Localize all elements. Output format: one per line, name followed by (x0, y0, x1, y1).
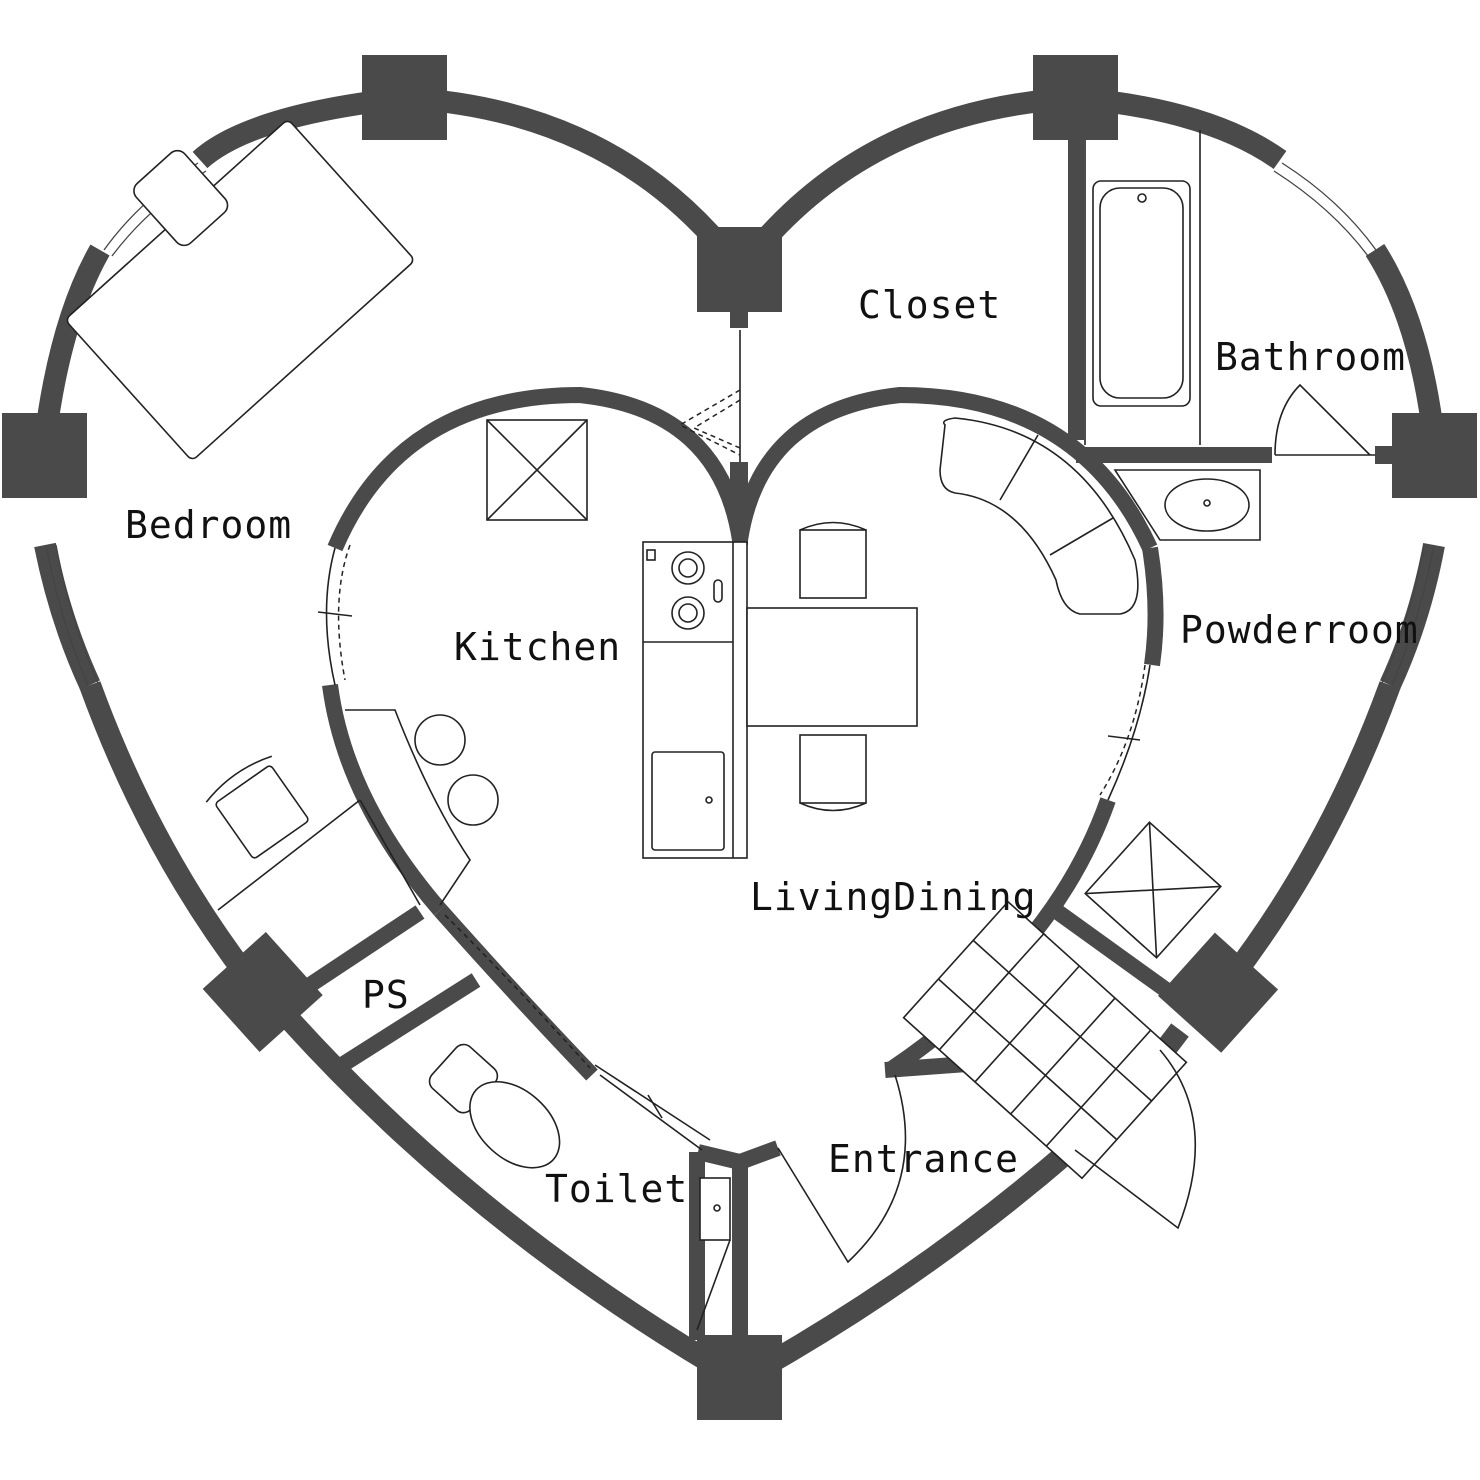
stool (447, 774, 499, 826)
bed (66, 120, 414, 460)
sofa (939, 417, 1139, 615)
bathtub (1092, 180, 1191, 407)
partitions (305, 130, 1272, 1340)
furniture (66, 120, 1375, 1331)
desk-chair (205, 755, 309, 859)
stove-burner (671, 596, 705, 630)
dining-set (746, 521, 918, 812)
shoe-storage (1084, 821, 1222, 959)
label-bedroom: Bedroom (125, 503, 292, 547)
entrance-tiles (902, 900, 1188, 1180)
label-powderroom: Powderroom (1180, 608, 1419, 652)
stove-burner (671, 551, 705, 585)
kitchen-storage (486, 419, 588, 521)
label-ps: PS (362, 973, 410, 1017)
toilet-bowl (428, 1043, 561, 1169)
columns (2, 55, 1477, 1420)
label-bathroom: Bathroom (1215, 335, 1406, 379)
wash-basin (1113, 469, 1261, 541)
label-entrance: Entrance (828, 1137, 1019, 1181)
label-toilet: Toilet (545, 1167, 688, 1211)
room-labels: Closet Bathroom Bedroom Kitchen Powderro… (125, 283, 1419, 1211)
stool (414, 714, 466, 766)
label-closet: Closet (858, 283, 1001, 327)
kitchen-counter (642, 541, 748, 859)
label-livingdining: LivingDining (750, 875, 1037, 919)
label-kitchen: Kitchen (454, 625, 621, 669)
